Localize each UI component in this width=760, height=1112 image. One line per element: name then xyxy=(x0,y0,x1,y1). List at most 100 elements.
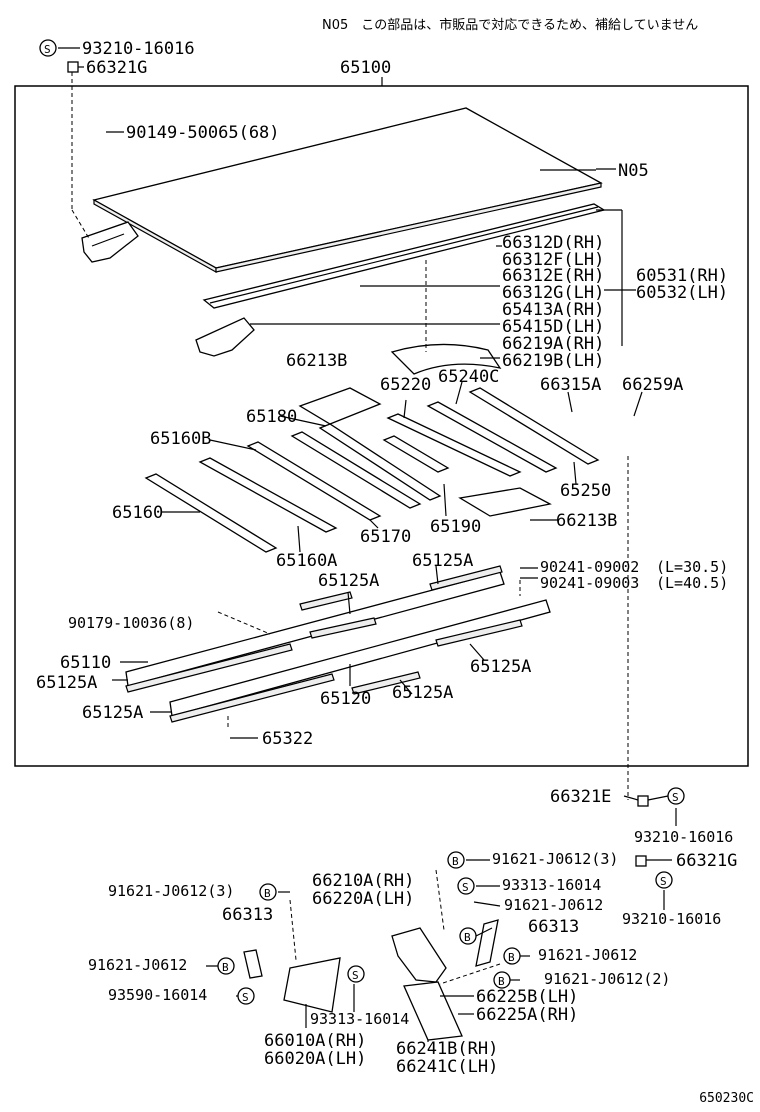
label-91621-j0612-3b: 91621-J0612(3) xyxy=(108,882,234,900)
label-66225b: 66225B(LH) xyxy=(476,987,578,1007)
label-91621-j0612-b: 91621-J0612 xyxy=(88,956,187,974)
label-66313-a: 66313 xyxy=(222,905,273,925)
bracket-66210a xyxy=(391,927,447,983)
dashed-lines xyxy=(71,72,629,985)
label-66010a: 66010A(RH) xyxy=(264,1031,366,1051)
rail-65240c xyxy=(426,401,558,473)
label-65125a-2: 65125A xyxy=(318,571,379,591)
svg-text:S: S xyxy=(462,881,469,894)
deck-board-65110 xyxy=(125,571,505,687)
bracket-66313-left xyxy=(243,949,263,979)
clip-66321g-lower xyxy=(635,855,647,867)
label-66220a: 66220A(LH) xyxy=(312,889,414,909)
label-66312e: 66312E(RH) xyxy=(502,266,604,286)
svg-text:B: B xyxy=(452,855,459,868)
label-66020a: 66020A(LH) xyxy=(264,1049,366,1069)
label-66219a: 66219A(RH) xyxy=(502,334,604,354)
rail-65250 xyxy=(468,387,600,465)
svg-text:S: S xyxy=(352,969,359,982)
clip-66321g-upper xyxy=(67,61,79,73)
label-65160: 65160 xyxy=(112,503,163,523)
label-66219b: 66219B(LH) xyxy=(502,351,604,371)
label-60532: 60532(LH) xyxy=(636,283,728,303)
rail-65190 xyxy=(382,435,450,473)
label-65125a-5: 65125A xyxy=(82,703,143,723)
label-65120: 65120 xyxy=(320,689,371,709)
label-66312d: 66312D(RH) xyxy=(502,233,604,253)
label-91621-j0612-3a: 91621-J0612(3) xyxy=(492,850,618,868)
label-65170: 65170 xyxy=(360,527,411,547)
label-65413a: 65413A(RH) xyxy=(502,300,604,320)
svg-text:S: S xyxy=(44,43,51,56)
label-65322: 65322 xyxy=(262,729,313,749)
label-65125a-4: 65125A xyxy=(470,657,531,677)
svg-text:B: B xyxy=(464,931,471,944)
label-90179: 90179-10036(8) xyxy=(68,614,194,632)
label-65220: 65220 xyxy=(380,375,431,395)
pad-66213b-lower xyxy=(458,487,552,517)
floor-board-n05 xyxy=(92,107,603,274)
label-90149: 90149-50065(68) xyxy=(126,123,280,143)
b-symbols: B B B B B B xyxy=(217,851,521,989)
label-91621-j0612-c: 91621-J0612 xyxy=(538,946,637,964)
deck-board-65120 xyxy=(169,599,551,717)
label-66315a: 66315A xyxy=(540,375,601,395)
rail-65160a xyxy=(198,457,338,533)
bracket-66313-right xyxy=(475,919,499,967)
label-65250: 65250 xyxy=(560,481,611,501)
label-65125a-6: 65125A xyxy=(392,683,453,703)
label-66259a: 66259A xyxy=(622,375,683,395)
notice-text: N05 この部品は、市販品で対応できるため、補給していません xyxy=(322,14,698,33)
label-65190: 65190 xyxy=(430,517,481,537)
label-n05: N05 xyxy=(618,161,649,181)
svg-text:B: B xyxy=(498,975,505,988)
rail-65170 xyxy=(290,431,422,509)
label-66213b-upper: 66213B xyxy=(286,351,347,371)
notice-message: この部品は、市販品で対応できるため、補給していません xyxy=(361,18,699,33)
svg-text:B: B xyxy=(264,887,271,900)
label-93210-16016-c: 93210-16016 xyxy=(622,910,721,928)
svg-text:S: S xyxy=(242,991,249,1004)
label-93210-16016-b: 93210-16016 xyxy=(634,828,733,846)
label-l305: (L=30.5) xyxy=(656,558,728,576)
label-65110: 65110 xyxy=(60,653,111,673)
label-65125a-3: 65125A xyxy=(36,673,97,693)
label-65180: 65180 xyxy=(246,407,297,427)
label-l405: (L=40.5) xyxy=(656,574,728,592)
leader-lines xyxy=(58,47,677,1042)
diagram-code: 650230C xyxy=(699,1091,754,1106)
label-60531: 60531(RH) xyxy=(636,266,728,286)
svg-text:S: S xyxy=(672,791,679,804)
label-66312f: 66312F(LH) xyxy=(502,250,604,270)
label-91621-j0612-2: 91621-J0612(2) xyxy=(544,970,670,988)
rail-65160b xyxy=(246,441,382,521)
plate-66241 xyxy=(403,981,463,1041)
label-66241b: 66241B(RH) xyxy=(396,1039,498,1059)
svg-text:B: B xyxy=(222,961,229,974)
label-65160b: 65160B xyxy=(150,429,211,449)
panel-66010a xyxy=(283,957,341,1013)
label-66241c: 66241C(LH) xyxy=(396,1057,498,1077)
label-66313-b: 66313 xyxy=(528,917,579,937)
curved-cover xyxy=(390,343,502,375)
part-labels: 93210-16016 66321G 65100 90149-50065(68)… xyxy=(36,39,737,1077)
label-66312g: 66312G(LH) xyxy=(502,283,604,303)
svg-text:B: B xyxy=(508,951,515,964)
rail-65160 xyxy=(144,473,278,553)
label-66225a: 66225A(RH) xyxy=(476,1005,578,1025)
label-66210a: 66210A(RH) xyxy=(312,871,414,891)
svg-text:S: S xyxy=(660,875,667,888)
label-65240c: 65240C xyxy=(438,367,499,387)
label-93313-16014-a: 93313-16014 xyxy=(502,876,601,894)
pad-66213b-upper xyxy=(298,387,382,425)
label-90241-09003: 90241-09003 xyxy=(540,574,639,592)
notice-code: N05 xyxy=(322,18,349,33)
label-65100: 65100 xyxy=(340,58,391,78)
label-93590: 93590-16014 xyxy=(108,986,207,1004)
rail-65180 xyxy=(318,423,442,501)
rail-65220 xyxy=(386,413,522,477)
label-65125a-1: 65125A xyxy=(412,551,473,571)
label-65415d: 65415D(LH) xyxy=(502,317,604,337)
label-66321e: 66321E xyxy=(550,787,611,807)
